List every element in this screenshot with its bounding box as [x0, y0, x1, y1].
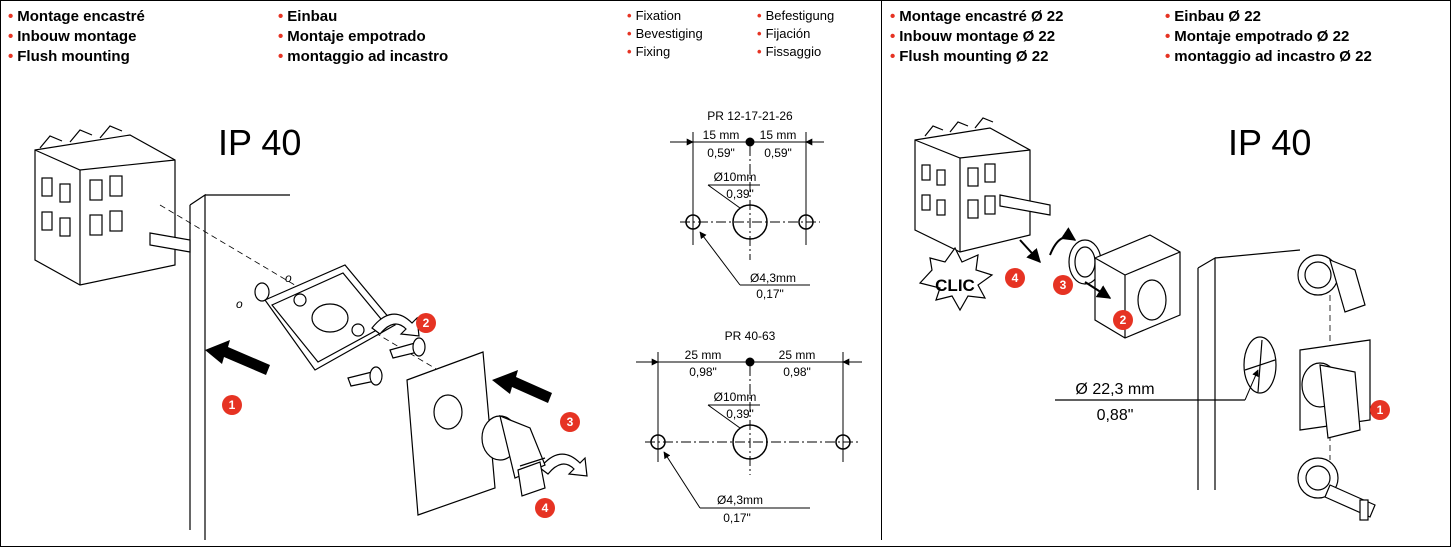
dim-label: 0,39" [726, 407, 754, 421]
clic-label: CLIC [935, 276, 975, 295]
svg-text:4: 4 [1012, 271, 1019, 285]
clic-burst-icon [918, 246, 994, 312]
dim-label: 0,98" [783, 365, 811, 379]
svg-text:2: 2 [1120, 313, 1127, 327]
dim-label: 0,17" [723, 511, 751, 525]
step-badge-left-4: 4 [535, 498, 555, 518]
label-item: Inbouw montage Ø 22 [890, 27, 1064, 47]
arrows-right [1019, 227, 1112, 299]
step-badge-right-2: 2 [1113, 310, 1133, 330]
screws-left [347, 337, 426, 387]
label-item: Einbau [278, 7, 448, 27]
right-labels-col-2: Einbau Ø 22 Montaje empotrado Ø 22 monta… [1165, 7, 1372, 67]
label-item: Inbouw montage [8, 27, 145, 47]
label-item: Montaje empotrado [278, 27, 448, 47]
selector-top [1297, 254, 1366, 313]
ip-rating-right: IP 40 [1228, 122, 1312, 163]
label-item: Bevestiging [627, 25, 703, 43]
cutout-dim-mm: Ø 22,3 mm [1075, 381, 1154, 398]
key-selector-bottom [1297, 457, 1376, 521]
label-item: Montage encastré [8, 7, 145, 27]
dim-label: 0,59" [764, 146, 792, 160]
dim-label: 0,17" [756, 287, 784, 301]
switch-body-right [914, 117, 1051, 253]
dim-label: Ø4,3mm [750, 271, 796, 285]
ip-rating-left: IP 40 [218, 122, 302, 163]
rotate-arrow-icon [371, 313, 588, 477]
dim-label: 25 mm [685, 348, 722, 362]
label-item: Montaje empotrado Ø 22 [1165, 27, 1372, 47]
cutout-dim-in: 0,88" [1097, 407, 1134, 424]
small-o-mark: o [285, 271, 292, 285]
label-item: montaggio ad incastro [278, 47, 448, 67]
label-item: Flush mounting Ø 22 [890, 47, 1064, 67]
dim-label: 15 mm [703, 128, 740, 142]
drill-pattern-2 [636, 352, 862, 509]
label-item: Befestigung [757, 7, 835, 25]
center-labels-col-1: Fixation Bevestiging Fixing [627, 7, 703, 61]
label-item: Fixing [627, 43, 703, 61]
drill-pattern-1 [670, 132, 824, 286]
label-item: montaggio ad incastro Ø 22 [1165, 47, 1372, 67]
step-badge-right-1: 1 [1370, 400, 1390, 420]
panel-right [1197, 249, 1301, 490]
switch-body-left [34, 125, 191, 286]
panel-left [189, 193, 290, 540]
svg-text:4: 4 [542, 501, 549, 515]
svg-text:2: 2 [423, 316, 430, 330]
dim-label: 15 mm [760, 128, 797, 142]
front-plate-left [406, 351, 496, 516]
label-item: Einbau Ø 22 [1165, 7, 1372, 27]
dim-label: 0,39" [726, 187, 754, 201]
insert-arrows [205, 340, 552, 403]
small-o-mark: o [236, 297, 243, 311]
center-labels-col-2: Befestigung Fijación Fissaggio [757, 7, 835, 61]
label-item: Fijación [757, 25, 834, 43]
label-item: Fissaggio [757, 43, 834, 61]
step-badge-left-1: 1 [222, 395, 242, 415]
svg-text:3: 3 [567, 415, 574, 429]
step-badge-left-3: 3 [560, 412, 580, 432]
dim-label: Ø10mm [714, 170, 757, 184]
dim-label: Ø4,3mm [717, 493, 763, 507]
svg-text:1: 1 [229, 398, 236, 412]
svg-text:1: 1 [1377, 403, 1384, 417]
label-item: Fixation [627, 7, 703, 25]
mounting-bracket [1094, 234, 1181, 339]
step-badge-left-2: 2 [416, 313, 436, 333]
step-badge-right-3: 3 [1053, 275, 1073, 295]
dim-label: 0,98" [689, 365, 717, 379]
dim-label: 25 mm [779, 348, 816, 362]
knob-left [481, 415, 546, 497]
operator-middle [1299, 339, 1371, 439]
dim-label: Ø10mm [714, 390, 757, 404]
label-item: Montage encastré Ø 22 [890, 7, 1063, 27]
right-labels-col-1: Montage encastré Ø 22 Inbouw montage Ø 2… [890, 7, 1064, 67]
label-item: Flush mounting [8, 47, 145, 67]
dim-label: 0,59" [707, 146, 735, 160]
step-badge-right-4: 4 [1005, 268, 1025, 288]
adapter-plate-left [254, 264, 396, 371]
pattern-2-title: PR 40-63 [725, 329, 776, 343]
section-divider [881, 0, 882, 540]
left-labels-col-1: Montage encastré Inbouw montage Flush mo… [8, 7, 145, 67]
pattern-1-title: PR 12-17-21-26 [707, 109, 793, 123]
svg-text:3: 3 [1060, 278, 1067, 292]
left-labels-col-2: Einbau Montaje empotrado montaggio ad in… [278, 7, 448, 67]
